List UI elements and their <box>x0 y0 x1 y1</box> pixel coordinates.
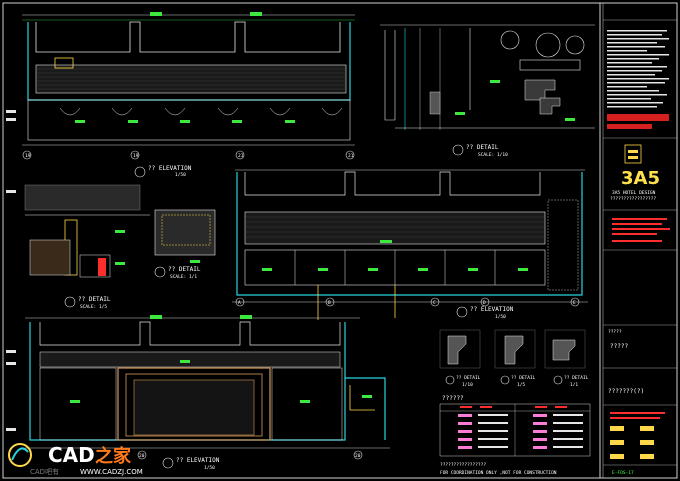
detail-left-group[interactable]: ?? DETAIL SCALE: 1/5 ?? DETAIL SCALE: 1/… <box>24 184 216 310</box>
elevation-top-left-title: ?? ELEVATION <box>148 165 192 172</box>
svg-text:?? DETAIL: ?? DETAIL <box>511 375 536 381</box>
svg-text:?????: ????? <box>610 343 628 350</box>
elevation-top-left[interactable]: 19 19 21 21 ?? ELEVATION 1/50 <box>22 12 355 178</box>
company-logo: 3A5 <box>621 168 660 189</box>
section-detail-top-right[interactable]: ?? DETAIL SCALE: 1/10 <box>380 24 595 158</box>
svg-text:SCALE: 1/10: SCALE: 1/10 <box>478 152 508 158</box>
svg-text:1/10: 1/10 <box>462 382 473 388</box>
svg-text:21: 21 <box>238 153 244 159</box>
svg-text:SCALE: 1/5: SCALE: 1/5 <box>80 304 107 310</box>
svg-text:3A5 HOTEL DESIGN: 3A5 HOTEL DESIGN <box>612 190 656 196</box>
svg-text:1/50: 1/50 <box>204 465 215 471</box>
detail-top-right-title: ?? DETAIL <box>466 144 499 151</box>
elevation-middle[interactable]: A B C D E <box>232 169 588 320</box>
svg-text:E: E <box>573 300 576 306</box>
svg-text:1/50: 1/50 <box>175 172 186 178</box>
svg-text:1/1: 1/1 <box>570 382 578 388</box>
svg-text:??????: ?????? <box>442 395 464 402</box>
svg-text:之家: 之家 <box>95 445 132 467</box>
small-details-right[interactable]: ?? ELEVATION 1/50 ?? DETAIL 1/10 ?? DETA… <box>439 306 589 388</box>
svg-text:1/5: 1/5 <box>517 382 525 388</box>
svg-text:D: D <box>483 300 486 306</box>
svg-text:SCALE: 1/1: SCALE: 1/1 <box>170 274 197 280</box>
svg-text:1/50: 1/50 <box>495 314 506 320</box>
svg-text:19: 19 <box>25 153 31 159</box>
watermark-url: WWW.CADZJ.COM <box>80 468 143 476</box>
svg-text:CAD吧有: CAD吧有 <box>30 467 59 476</box>
svg-text:21: 21 <box>348 153 354 159</box>
footer-caption: ????????????????? <box>440 462 486 468</box>
site-watermark[interactable]: CAD 之家 WWW.CADZJ.COM CAD吧有 <box>8 443 143 476</box>
svg-text:?? DETAIL: ?? DETAIL <box>78 296 111 303</box>
svg-text:?? DETAIL: ?? DETAIL <box>564 375 589 381</box>
svg-text:B: B <box>328 300 331 306</box>
svg-text:?????????????????: ????????????????? <box>610 196 656 202</box>
title-block[interactable]: 3A5 3A5 HOTEL DESIGN ????????????????? ?… <box>603 19 677 476</box>
svg-text:?? DETAIL: ?? DETAIL <box>168 266 201 273</box>
elevation-bottom-title: ?? ELEVATION <box>176 457 220 464</box>
drawing-number: E-FOS-17 <box>612 470 634 476</box>
watermark-brand: CAD <box>48 443 95 467</box>
svg-text:?? ELEVATION: ?? ELEVATION <box>470 306 514 313</box>
svg-text:A: A <box>238 300 241 306</box>
material-legend-table[interactable]: ?????? <box>439 395 591 457</box>
footer-note: FOR COORDINATION ONLY ,NOT FOR CONSTRUCT… <box>440 470 557 476</box>
elevation-bottom[interactable]: 20 20 ?? ELEVATION 1/50 <box>25 315 390 471</box>
svg-text:20: 20 <box>355 453 361 459</box>
svg-text:20: 20 <box>139 453 145 459</box>
svg-text:?? DETAIL: ?? DETAIL <box>456 375 481 381</box>
svg-text:???????(?): ???????(?) <box>608 388 644 395</box>
svg-text:19: 19 <box>133 153 139 159</box>
left-edge-tags <box>6 110 16 431</box>
svg-text:C: C <box>433 300 436 306</box>
svg-text:?????: ????? <box>608 329 622 335</box>
